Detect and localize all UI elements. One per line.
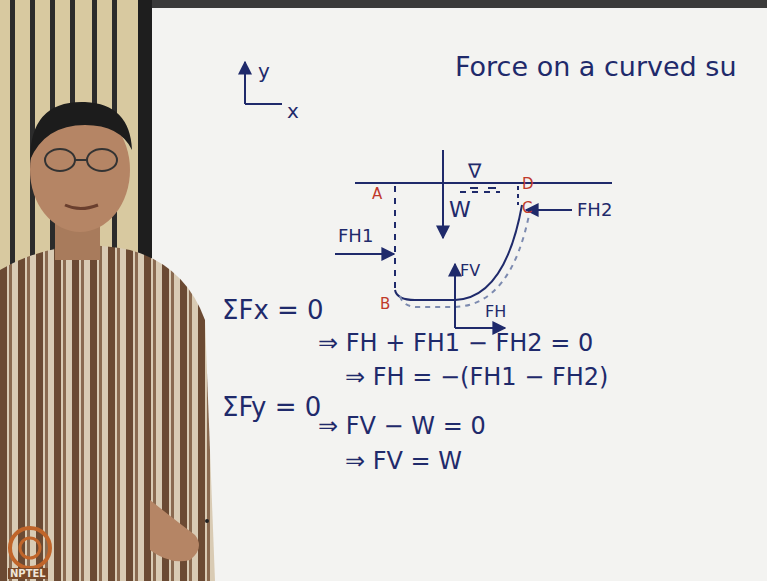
axis-label: x [287,100,299,122]
equation: ⇒ FV − W = 0 [318,413,486,439]
force-label: FH1 [338,226,373,246]
point-label: D [522,176,534,193]
equation: ⇒ FV = W [345,448,462,474]
equation: ΣFx = 0 [222,296,324,325]
point-label: C [522,200,532,217]
nptel-logo [10,528,50,568]
free-surface-symbol: ∇ [468,160,481,182]
point-label: A [372,186,382,203]
point-label: B [380,296,390,313]
logo-text: NPTEL [8,568,48,579]
force-label: W [449,198,471,222]
force-label: FV [460,262,480,280]
board-top-edge [150,0,767,8]
force-label: FH2 [577,200,612,220]
equation: ⇒ FH + FH1 − FH2 = 0 [318,330,593,356]
lecturer [0,102,215,581]
curved-surface-sketch [335,150,612,328]
force-label: FH [485,303,506,321]
equation: ΣFy = 0 [222,393,321,422]
whiteboard [150,0,767,581]
board-title: Force on a curved su [455,52,737,82]
axis-label: y [258,60,270,82]
equation: ⇒ FH = −(FH1 − FH2) [345,364,608,390]
